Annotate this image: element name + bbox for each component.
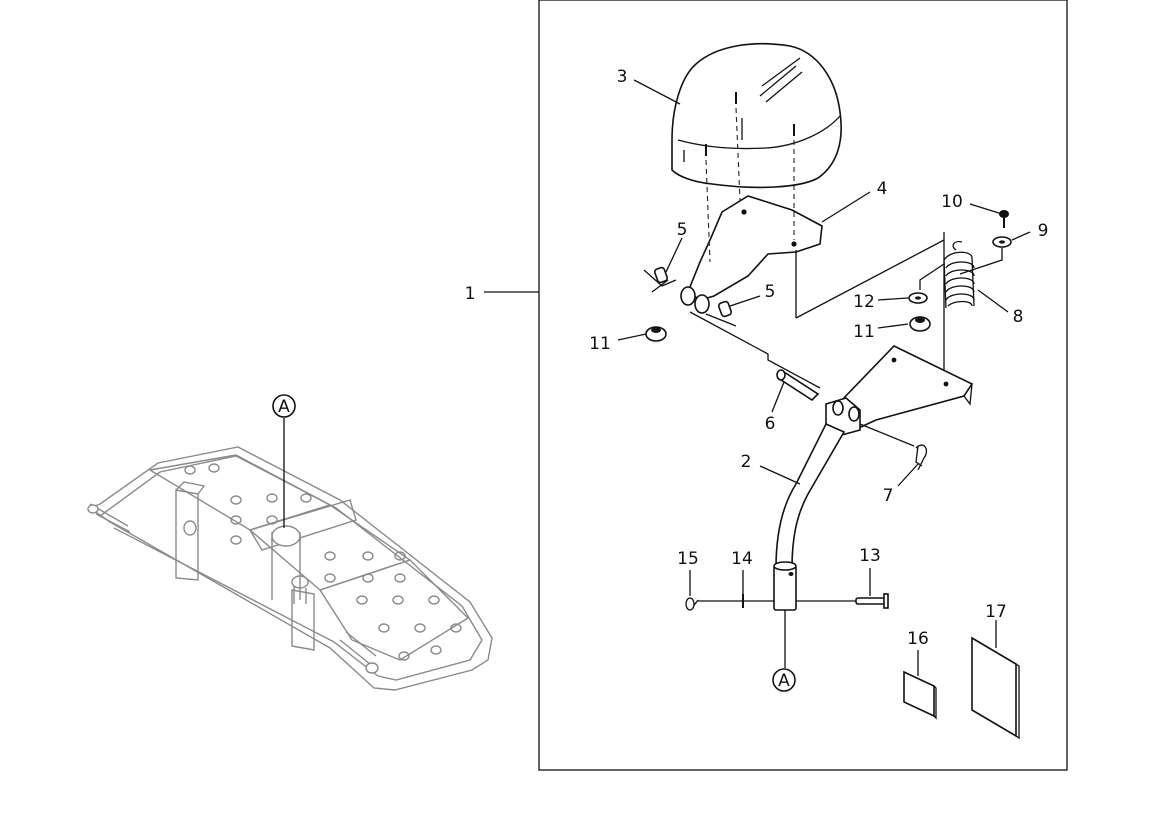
callout-1: 1 [465, 284, 476, 304]
callout-5b: 5 [765, 282, 776, 302]
callout-8: 8 [1013, 307, 1024, 327]
callout-7: 7 [883, 486, 894, 506]
callout-16: 16 [907, 629, 929, 649]
callout-11a: 11 [589, 334, 611, 354]
clip-15 [685, 597, 699, 611]
nut-left [645, 326, 667, 342]
frame-a-marker [272, 394, 296, 418]
spring [943, 240, 975, 309]
callout-12: 12 [853, 292, 875, 312]
callout-2: 2 [741, 452, 752, 472]
pin-13 [855, 593, 889, 609]
callout-4: 4 [877, 179, 888, 199]
leader-lines [617, 79, 1031, 676]
post-a-marker [772, 668, 796, 692]
callout-6: 6 [765, 414, 776, 434]
bushings [643, 266, 737, 327]
callout-3: 3 [617, 67, 628, 87]
footrest-frame: A [87, 394, 493, 691]
callout-13: 13 [859, 546, 881, 566]
bolt-10 [999, 210, 1009, 228]
hairpin-7 [915, 444, 928, 471]
decal-16 [903, 670, 937, 720]
post-a-label: A [778, 671, 790, 691]
seat-post [773, 422, 846, 668]
plate-holes [184, 463, 462, 661]
seat-cushion [671, 42, 842, 189]
seat-bracket [680, 195, 823, 314]
kit-boundary [538, 0, 1068, 771]
callout-5a: 5 [677, 220, 688, 240]
nut-right [909, 316, 931, 332]
callout-17: 17 [985, 602, 1007, 622]
callout-15: 15 [677, 549, 699, 569]
frame-a-label: A [278, 397, 290, 417]
manual-17 [971, 636, 1020, 740]
pin-6 [776, 369, 820, 402]
callout-9: 9 [1038, 221, 1049, 241]
callout-10: 10 [941, 192, 963, 212]
callout-11b: 11 [853, 322, 875, 342]
mount-plate [825, 345, 974, 437]
callout-14: 14 [731, 549, 753, 569]
